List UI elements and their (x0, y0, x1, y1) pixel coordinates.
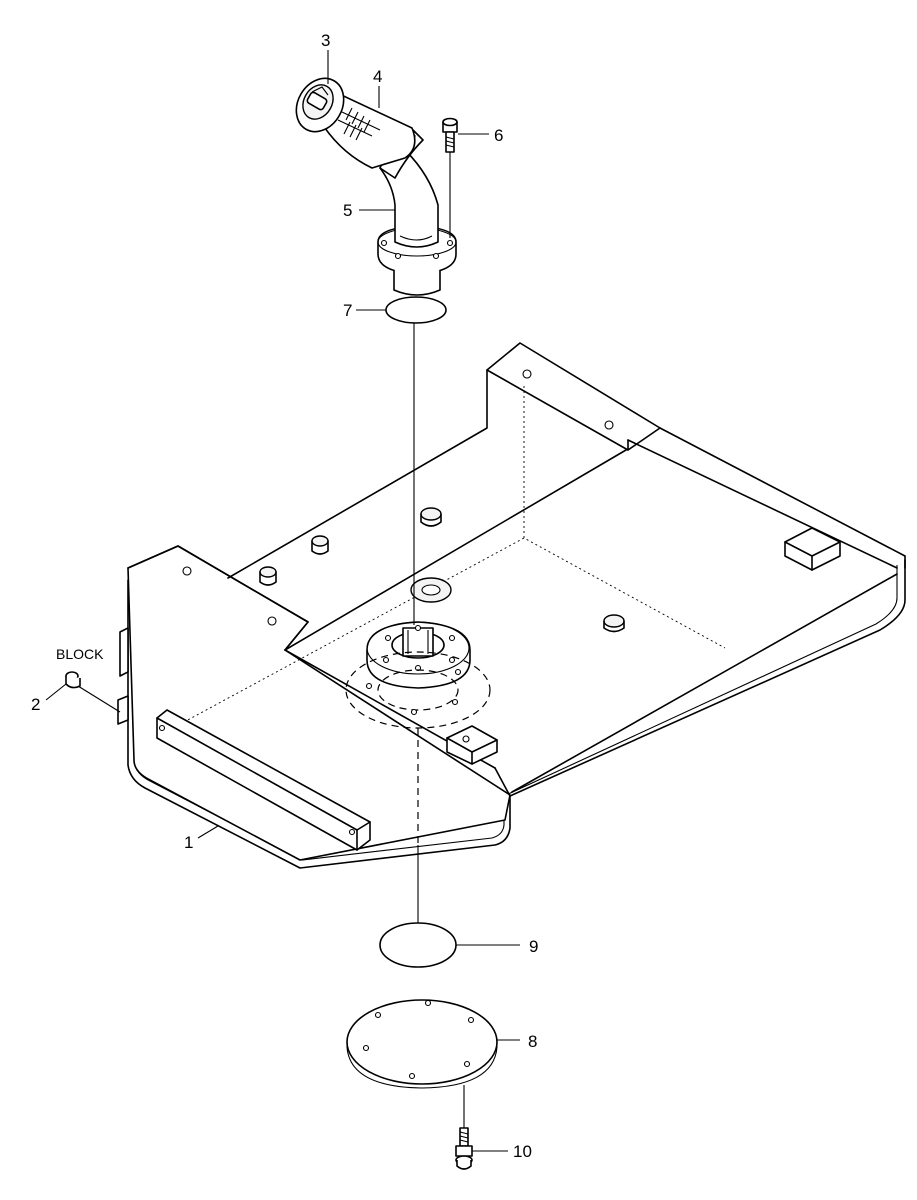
callout-10: 10 (513, 1142, 532, 1161)
block-label: BLOCK (56, 646, 104, 662)
filler-neck (377, 129, 457, 296)
leader-lines (45, 50, 520, 1152)
bolt-6 (442, 117, 458, 238)
callout-5: 5 (343, 201, 352, 220)
gasket-9 (379, 922, 457, 968)
plug-2 (65, 671, 121, 713)
callout-9: 9 (529, 937, 538, 956)
cover-8 (346, 999, 498, 1089)
tank-body (117, 342, 906, 869)
callout-6: 6 (494, 126, 503, 145)
cap (295, 77, 345, 133)
callout-4: 4 (373, 67, 382, 86)
callout-1: 1 (184, 833, 193, 852)
bolt-10 (455, 1085, 473, 1170)
spacer-boss (259, 507, 625, 633)
callout-8: 8 (528, 1032, 537, 1051)
callout-7: 7 (343, 301, 352, 320)
tank-filler-flange (366, 621, 471, 689)
packing-7 (385, 296, 447, 324)
callout-2: 2 (31, 695, 40, 714)
callout-3: 3 (321, 31, 330, 50)
